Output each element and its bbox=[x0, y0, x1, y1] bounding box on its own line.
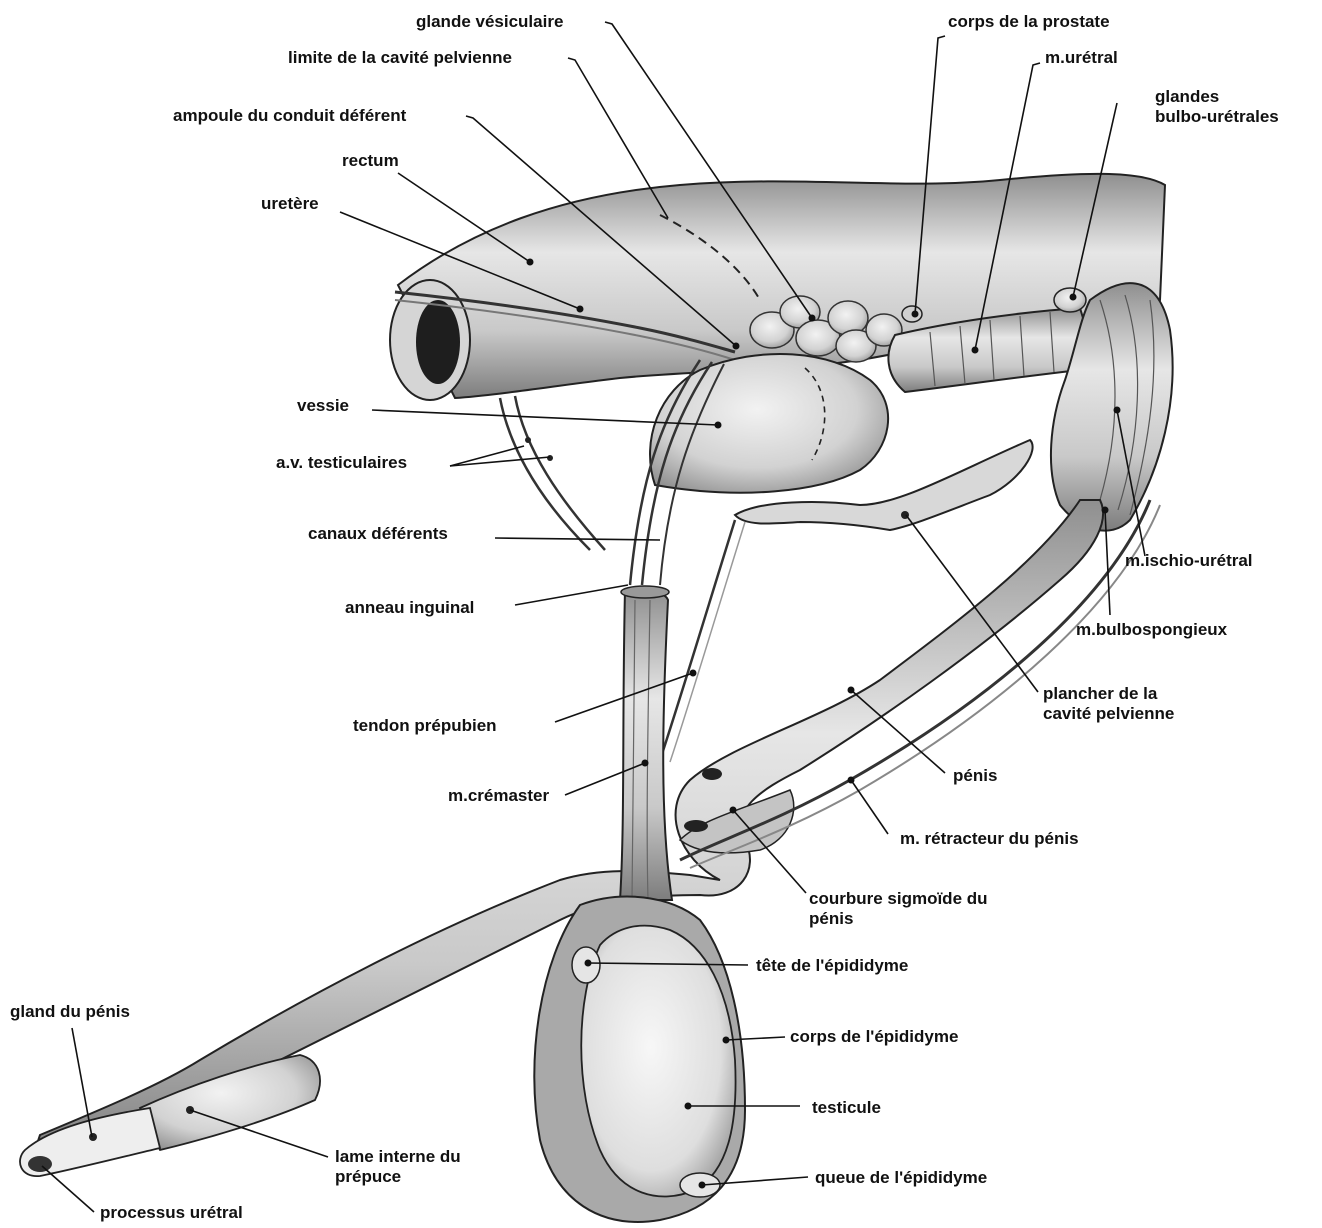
label-limite-cavite-pelvienne: limite de la cavité pelvienne bbox=[288, 48, 512, 68]
label-m-cremaster: m.crémaster bbox=[448, 786, 549, 806]
label-lame-interne-line2: prépuce bbox=[335, 1167, 461, 1187]
label-courbure-line1: courbure sigmoïde du bbox=[809, 889, 988, 909]
label-courbure-line2: pénis bbox=[809, 909, 988, 929]
label-lame-interne-prepuce: lame interne du prépuce bbox=[335, 1147, 461, 1187]
label-m-ischio-uretral: m.ischio-urétral bbox=[1125, 551, 1253, 571]
spermatic-cord-shape bbox=[620, 586, 672, 900]
label-lame-interne-line1: lame interne du bbox=[335, 1147, 461, 1167]
label-glandes-bulbo-uretrales: glandes bulbo-urétrales bbox=[1155, 87, 1279, 127]
label-corps-epididyme: corps de l'épididyme bbox=[790, 1027, 958, 1047]
label-testicule: testicule bbox=[812, 1098, 881, 1118]
label-penis: pénis bbox=[953, 766, 997, 786]
label-ampoule-conduit-deferent: ampoule du conduit déférent bbox=[173, 106, 406, 126]
label-corps-prostate: corps de la prostate bbox=[948, 12, 1110, 32]
label-plancher-cavite-pelvienne: plancher de la cavité pelvienne bbox=[1043, 684, 1174, 724]
glans-shape bbox=[20, 1055, 320, 1176]
label-plancher-line2: cavité pelvienne bbox=[1043, 704, 1174, 724]
label-rectum: rectum bbox=[342, 151, 399, 171]
label-uretere: uretère bbox=[261, 194, 319, 214]
tendon-shape bbox=[660, 520, 745, 762]
testis-shape bbox=[534, 897, 745, 1222]
label-gland-penis: gland du pénis bbox=[10, 1002, 130, 1022]
label-queue-epididyme: queue de l'épididyme bbox=[815, 1168, 987, 1188]
label-av-testiculaires: a.v. testiculaires bbox=[276, 453, 407, 473]
label-courbure-sigmoide: courbure sigmoïde du pénis bbox=[809, 889, 988, 929]
label-plancher-line1: plancher de la bbox=[1043, 684, 1174, 704]
label-processus-uretral: processus urétral bbox=[100, 1203, 243, 1223]
label-glande-vesiculaire: glande vésiculaire bbox=[416, 12, 563, 32]
label-glandes-bulbo-uretrales-line1: glandes bbox=[1155, 87, 1279, 107]
label-glandes-bulbo-uretrales-line2: bulbo-urétrales bbox=[1155, 107, 1279, 127]
label-anneau-inguinal: anneau inguinal bbox=[345, 598, 474, 618]
label-m-uretral: m.urétral bbox=[1045, 48, 1118, 68]
label-canaux-deferents: canaux déférents bbox=[308, 524, 448, 544]
label-vessie: vessie bbox=[297, 396, 349, 416]
label-m-retracteur-penis: m. rétracteur du pénis bbox=[900, 829, 1079, 849]
label-m-bulbospongieux: m.bulbospongieux bbox=[1076, 620, 1227, 640]
label-tete-epididyme: tête de l'épididyme bbox=[756, 956, 908, 976]
label-tendon-prepubien: tendon prépubien bbox=[353, 716, 497, 736]
